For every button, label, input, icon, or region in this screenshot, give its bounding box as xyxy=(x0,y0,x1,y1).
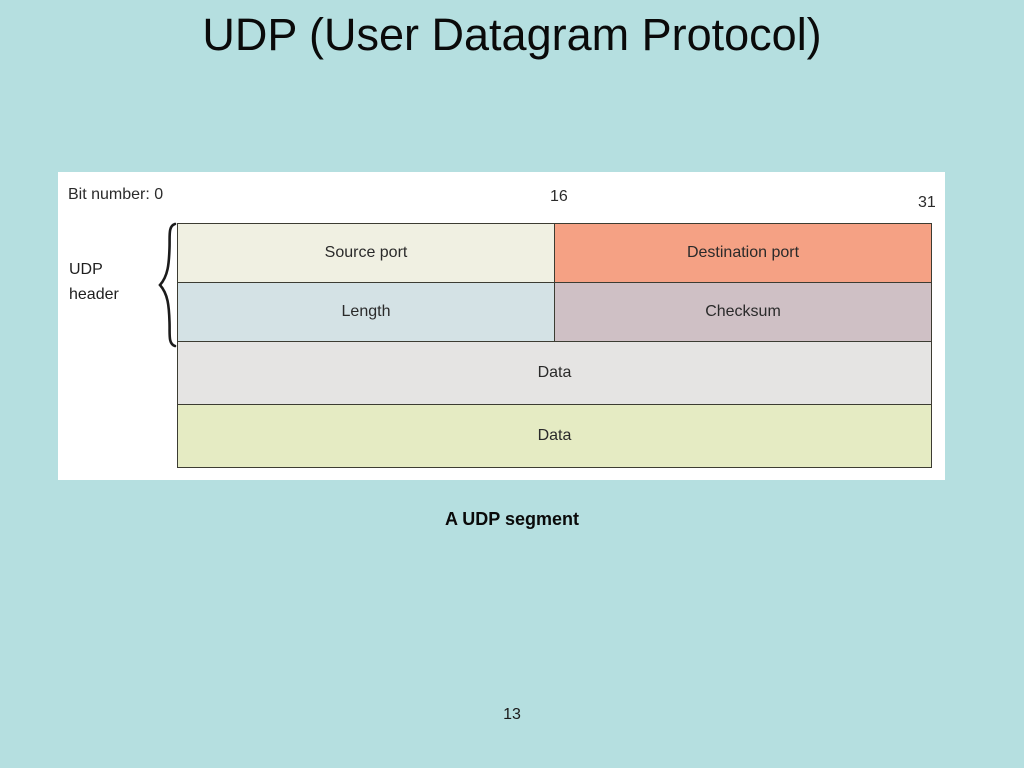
udp-header-label: UDP header xyxy=(69,258,154,308)
bit-ruler-mid-label: 16 xyxy=(550,188,568,205)
bit-ruler-start-label: Bit number: 0 xyxy=(68,186,164,203)
udp-segment-table: Source port Destination port Length Chec… xyxy=(177,223,932,468)
page-number: 13 xyxy=(503,706,521,723)
field-data-1: Data xyxy=(177,341,932,405)
figure-caption: A UDP segment xyxy=(444,509,580,529)
field-checksum: Checksum xyxy=(554,282,932,342)
page-title: UDP (User Datagram Protocol) xyxy=(202,9,822,60)
field-destination-port: Destination port xyxy=(554,223,932,283)
bit-ruler-end-label: 31 xyxy=(918,194,936,211)
udp-segment-figure: Bit number: 0 16 31 UDP header Source po… xyxy=(58,172,945,480)
udp-header-label-line1: UDP xyxy=(69,261,103,278)
curly-brace-icon xyxy=(157,222,179,348)
table-row: Data xyxy=(177,404,932,468)
table-row: Data xyxy=(177,341,932,405)
table-row: Source port Destination port xyxy=(177,223,932,283)
field-length: Length xyxy=(177,282,555,342)
field-source-port: Source port xyxy=(177,223,555,283)
table-row: Length Checksum xyxy=(177,282,932,342)
field-data-2: Data xyxy=(177,404,932,468)
bit-number-ruler: Bit number: 0 16 31 xyxy=(58,172,945,222)
udp-header-label-line2: header xyxy=(69,285,119,303)
